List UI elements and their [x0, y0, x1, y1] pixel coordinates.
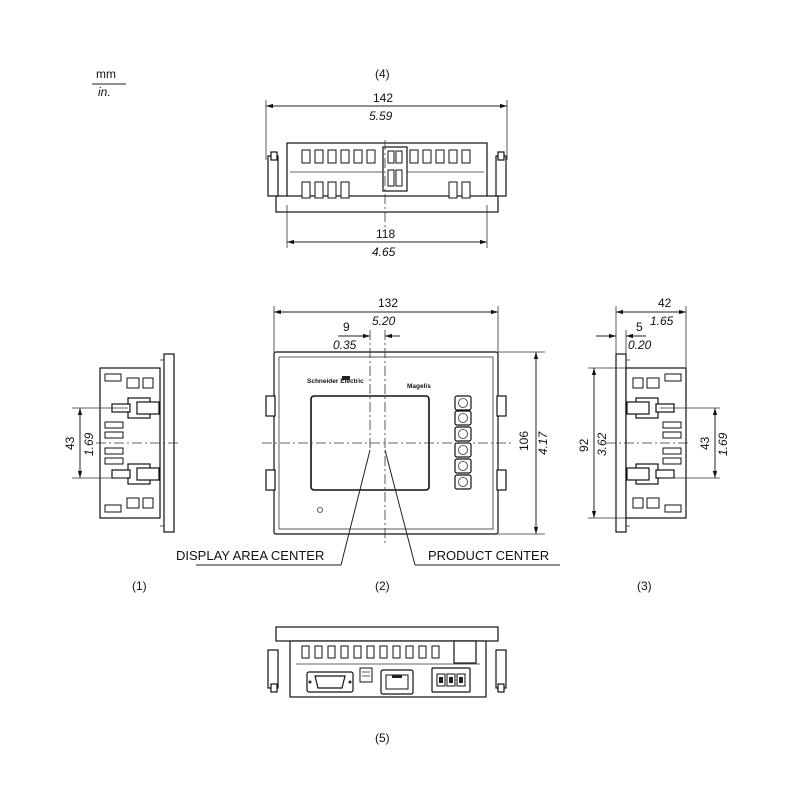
right-height-mm: 92	[577, 438, 591, 452]
top-total-mm: 142	[373, 91, 393, 105]
front-width-in: 5.20	[372, 314, 396, 328]
right-view: 42 1.65 5 0.20 92 3.62 43 1.69 (3)	[577, 296, 730, 593]
right-mount-mm: 43	[698, 436, 712, 450]
top-inner-mm: 118	[376, 227, 395, 241]
units-mm: mm	[96, 67, 116, 81]
front-view-label: (2)	[375, 579, 390, 593]
front-height-mm: 106	[517, 431, 531, 451]
left-clamp-lower	[111, 463, 160, 485]
ethernet-port	[380, 669, 414, 695]
top-view-vents-lower	[301, 181, 471, 199]
top-view-bezel	[275, 195, 499, 213]
top-view: (4) 142 5.59	[265, 67, 508, 259]
top-inner-in: 4.65	[372, 245, 396, 259]
key-6	[454, 474, 472, 490]
product-center-callout: PRODUCT CENTER	[428, 548, 549, 563]
top-view-vents-upper	[301, 149, 471, 164]
key-5	[454, 458, 472, 474]
schneider-logo	[307, 373, 349, 387]
display-center-callout: DISPLAY AREA CENTER	[176, 548, 324, 563]
front-offset-in: 0.35	[333, 338, 357, 352]
left-view: 43 1.69 (1)	[63, 353, 180, 593]
left-mount-in: 1.69	[82, 432, 96, 456]
serial-port	[306, 671, 354, 693]
right-depth-mm: 42	[658, 296, 672, 310]
right-view-label: (3)	[637, 579, 652, 593]
right-bezel-in: 0.20	[628, 338, 652, 352]
status-led	[317, 507, 323, 513]
front-width-mm: 132	[378, 296, 398, 310]
front-offset-mm: 9	[343, 320, 350, 334]
bottom-view: (5)	[267, 626, 507, 745]
front-height-in: 4.17	[536, 430, 550, 455]
function-keys	[454, 395, 472, 490]
units-legend: mm in.	[92, 67, 126, 99]
key-2	[454, 410, 472, 426]
right-height-in: 3.62	[595, 432, 609, 456]
bottom-view-label: (5)	[375, 731, 390, 745]
left-view-label: (1)	[132, 579, 147, 593]
key-1	[454, 395, 472, 411]
right-mount-in: 1.69	[716, 432, 730, 456]
key-3	[454, 426, 472, 442]
units-in: in.	[98, 85, 111, 99]
top-view-connector	[382, 146, 408, 192]
model-text: Magelis	[407, 383, 431, 390]
power-connector	[431, 667, 471, 693]
logo-text: Schneider Electric	[307, 378, 364, 385]
bottom-view-vents	[301, 645, 440, 659]
front-view: 132 5.20 9 0.35 Schneider Electric Magel…	[176, 296, 560, 593]
left-mount-mm: 43	[63, 436, 77, 450]
top-total-in: 5.59	[369, 109, 393, 123]
right-clamp-lower	[626, 463, 675, 485]
bottom-view-bezel	[275, 626, 499, 642]
right-depth-in: 1.65	[650, 314, 674, 328]
top-view-label: (4)	[375, 67, 390, 81]
right-bezel-mm: 5	[636, 320, 643, 334]
